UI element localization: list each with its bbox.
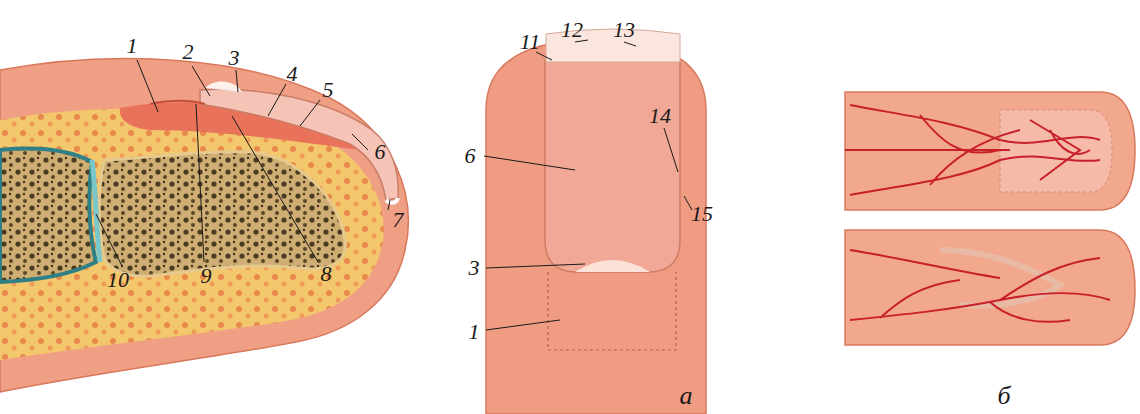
- callout-number: 11: [520, 31, 540, 53]
- callout-number: 15: [691, 203, 713, 225]
- callout-number: 13: [613, 19, 635, 41]
- callout-number: 6: [465, 145, 476, 167]
- callout-number: 9: [201, 265, 212, 287]
- callout-number: 5: [323, 79, 334, 101]
- leader-lines: [96, 40, 692, 330]
- callout-number: 1: [127, 35, 138, 57]
- callout-number: 3: [229, 47, 240, 69]
- callout-number: 4: [287, 63, 298, 85]
- callout-number: 2: [183, 41, 194, 63]
- finger-vessels: [845, 92, 1135, 345]
- callout-number: 10: [107, 269, 129, 291]
- callout-number: 14: [649, 105, 671, 127]
- panel-letter: б: [997, 383, 1010, 409]
- callout-number: 7: [393, 209, 404, 231]
- callout-number: 8: [321, 263, 332, 285]
- finger-front: [486, 29, 706, 414]
- callout-number: 12: [561, 19, 583, 41]
- finger-section: [0, 59, 408, 392]
- panel-letter: а: [680, 383, 693, 409]
- callout-number: 1: [469, 321, 480, 343]
- callout-number: 6: [375, 141, 386, 163]
- callout-number: 3: [469, 257, 480, 279]
